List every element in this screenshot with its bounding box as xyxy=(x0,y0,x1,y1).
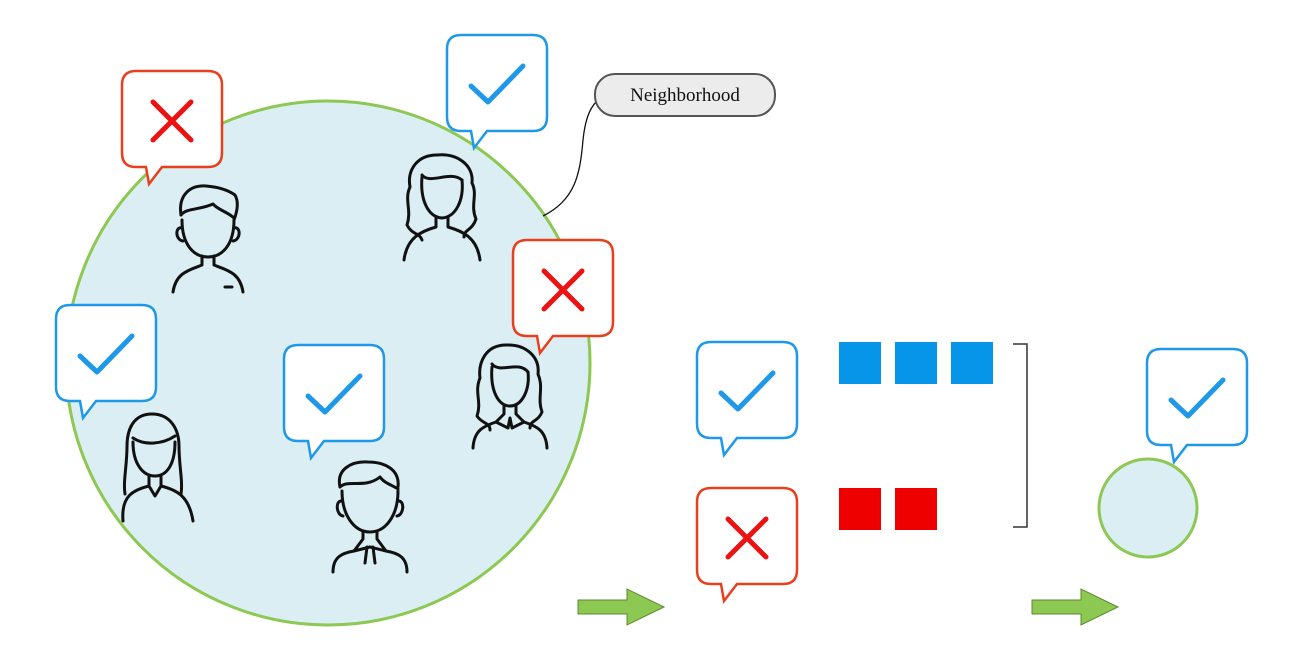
count-square xyxy=(895,342,937,384)
count-square xyxy=(951,342,993,384)
vote-woman-right-bubble xyxy=(511,238,615,355)
neighborhood-label-box xyxy=(594,73,776,117)
speech-bubble-icon xyxy=(511,238,615,355)
person-man-bottom-icon xyxy=(331,460,409,574)
tally-section xyxy=(695,340,1028,603)
person-man-top-icon xyxy=(171,184,245,294)
accept-count-squares xyxy=(839,342,993,384)
arrow-right-icon xyxy=(1031,588,1120,626)
count-square xyxy=(839,488,881,530)
vote-man-top-bubble xyxy=(120,69,224,186)
result-bubble xyxy=(1145,347,1249,464)
tally-bracket xyxy=(1013,343,1028,528)
person-woman-left-icon xyxy=(121,412,195,523)
vote-woman-top-bubble xyxy=(445,33,549,150)
vote-man-bottom-bubble xyxy=(282,343,386,460)
person-woman-right-icon xyxy=(471,343,549,450)
vote-woman-left-bubble xyxy=(54,303,158,420)
neighborhood-label: Neighborhood xyxy=(594,73,776,117)
arrow-right-icon xyxy=(577,588,666,626)
neighborhood-connector xyxy=(542,95,606,217)
count-square xyxy=(895,488,937,530)
tally-reject-bubble xyxy=(695,486,799,603)
reject-count-squares xyxy=(839,488,937,530)
speech-bubble-icon xyxy=(695,486,799,603)
count-square xyxy=(839,342,881,384)
speech-bubble-icon xyxy=(120,69,224,186)
neighborhood-label-text: Neighborhood xyxy=(630,85,740,106)
tally-accept-bubble xyxy=(695,340,799,457)
result-neighborhood-circle xyxy=(1097,457,1199,559)
person-woman-top-icon xyxy=(402,153,482,262)
